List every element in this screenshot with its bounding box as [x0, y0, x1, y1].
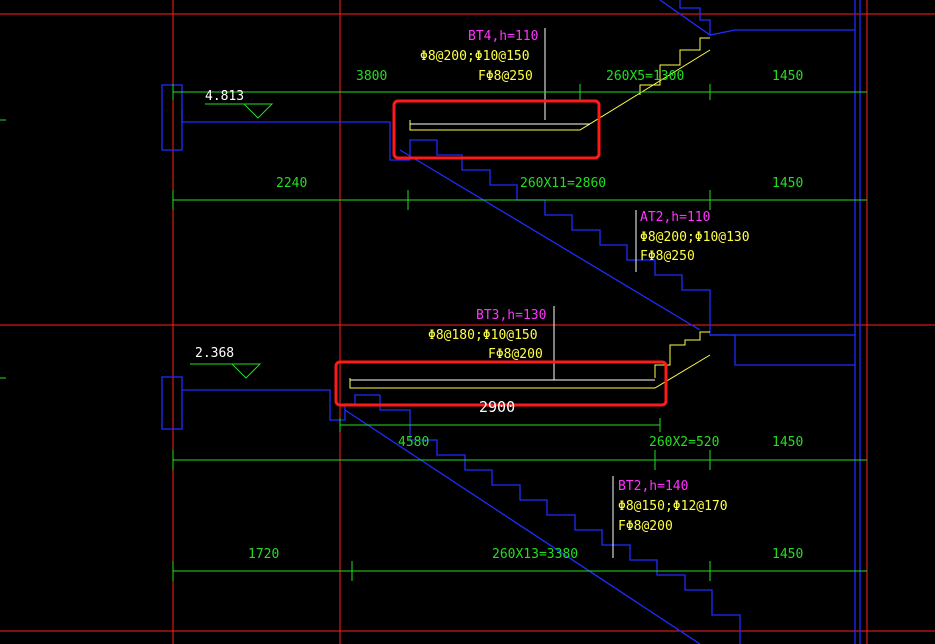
at2-title: AT2,h=110 — [640, 210, 710, 225]
highlight-boxes — [334, 99, 668, 407]
dimension-lines — [0, 84, 867, 581]
dim-row5-c: 1450 — [772, 547, 803, 562]
upper-flight-steps — [436, 140, 711, 325]
bt3-rebar-main: Φ8@180;Φ10@150 — [428, 328, 538, 343]
bt4-rebar-main: Φ8@200;Φ10@150 — [420, 49, 530, 64]
lower-landing-slab — [182, 389, 380, 421]
dim-row4-b: 260X2=520 — [649, 435, 719, 450]
top-step-outline — [679, 0, 711, 35]
upper-flight-soffit — [399, 149, 701, 331]
lower-beam-section — [161, 376, 183, 430]
label-leaders — [350, 28, 655, 558]
dim-row2-c: 1450 — [772, 176, 803, 191]
bt3-slab-outline — [349, 354, 711, 389]
mid-landing-block — [709, 325, 855, 366]
highlight-box-bt3 — [334, 360, 668, 407]
bt3-rebar-dist: FΦ8@200 — [488, 347, 543, 362]
dim-row2-a: 2240 — [276, 176, 307, 191]
bt3-title: BT3,h=130 — [476, 308, 546, 323]
highlight-box-bt4 — [392, 99, 601, 160]
at2-rebar-dist: FΦ8@250 — [640, 249, 695, 264]
bt2-rebar-main: Φ8@150;Φ12@170 — [618, 499, 728, 514]
bt4-rebar-dist: FΦ8@250 — [478, 69, 533, 84]
dim-row3-a: 2900 — [479, 398, 515, 416]
top-flight-edge — [659, 0, 855, 36]
dim-row5-b: 260X13=3380 — [492, 547, 578, 562]
dim-row1-b: 260X5=1300 — [606, 69, 684, 84]
upper-landing-slab — [181, 110, 437, 161]
slab-outline-yellow — [349, 37, 711, 389]
upper-level-symbol — [205, 103, 274, 119]
dim-row2-b: 260X11=2860 — [520, 176, 606, 191]
stair-structure — [161, 0, 861, 644]
bt2-title: BT2,h=140 — [618, 479, 688, 494]
dim-row4-c: 1450 — [772, 435, 803, 450]
bt2-rebar-dist: FΦ8@200 — [618, 519, 673, 534]
lower-level-symbol — [190, 363, 262, 379]
at2-rebar-main: Φ8@200;Φ10@130 — [640, 230, 750, 245]
lower-level-value: 2.368 — [195, 346, 234, 361]
lower-flight-steps — [379, 395, 741, 644]
dim-row1-a: 3800 — [356, 69, 387, 84]
bt4-title: BT4,h=110 — [468, 29, 538, 44]
dim-row4-a: 4580 — [398, 435, 429, 450]
dim-row1-c: 1450 — [772, 69, 803, 84]
upper-beam-section — [161, 84, 183, 151]
upper-level-value: 4.813 — [205, 89, 244, 104]
dim-row5-a: 1720 — [248, 547, 279, 562]
bt4-slab-outline — [409, 49, 711, 131]
bt3-upper-steps — [654, 331, 710, 378]
lower-flight-soffit — [344, 409, 701, 644]
bt4-upper-steps — [639, 37, 710, 95]
